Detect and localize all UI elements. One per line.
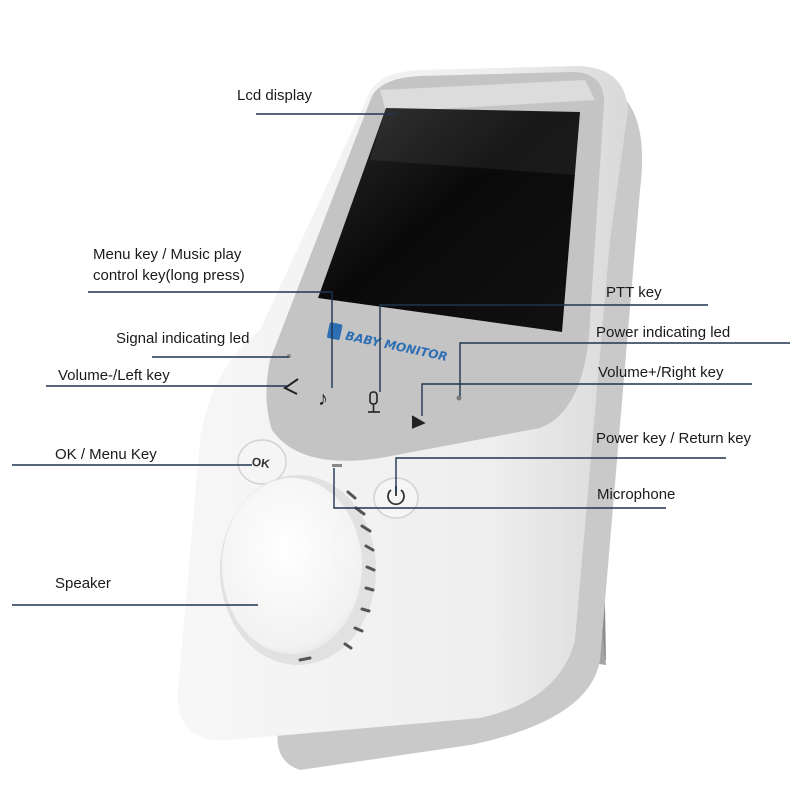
power-led-icon (456, 395, 462, 401)
callout-microphone (333, 468, 666, 509)
label-power-led: Power indicating led (596, 324, 731, 341)
label-speaker: Speaker (55, 575, 111, 592)
lcd-screen (318, 108, 580, 332)
label-volume-right: Volume+/Right key (598, 364, 724, 381)
label-signal-led: Signal indicating led (116, 330, 250, 347)
label-microphone: Microphone (597, 486, 676, 503)
speaker-grille-slots (298, 490, 376, 662)
callout-volume-right (421, 383, 752, 416)
microphone-hole-icon (332, 464, 342, 467)
ok-button-label: OK (251, 455, 271, 471)
key-row: ♪ (283, 354, 462, 429)
left-arrow-icon[interactable] (283, 378, 299, 395)
power-icon (387, 489, 405, 506)
callout-menu-key (88, 291, 333, 388)
microphone-key-icon[interactable] (368, 391, 380, 413)
label-menu-key-line1: Menu key / Music play (93, 246, 242, 263)
screen-glare (370, 108, 580, 175)
label-ok-menu: OK / Menu Key (55, 446, 157, 463)
right-arrow-icon[interactable] (411, 415, 426, 429)
label-volume-left: Volume-/Left key (58, 367, 170, 384)
label-menu-key-line2: control key(long press) (93, 267, 245, 284)
bezel-highlight (380, 80, 595, 112)
label-power-return: Power key / Return key (596, 430, 752, 447)
music-note-icon[interactable]: ♪ (318, 388, 328, 410)
label-lcd-display: Lcd display (237, 87, 313, 104)
label-ptt-key: PTT key (606, 284, 662, 301)
callout-lines (12, 113, 790, 606)
ok-button[interactable]: OK (237, 439, 287, 485)
callout-power-led (459, 342, 790, 396)
callout-power-return (395, 457, 726, 492)
speaker (220, 475, 376, 665)
callout-ptt-key (379, 304, 708, 392)
